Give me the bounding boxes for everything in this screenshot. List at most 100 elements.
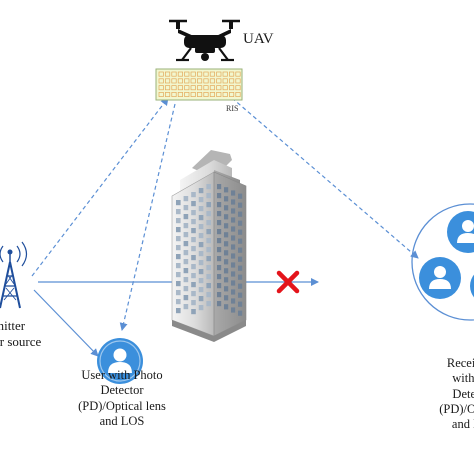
building-window [231,199,236,205]
receiver-label-line: with I [452,371,474,386]
ris-element [158,92,164,97]
ris-element [209,85,215,91]
building-window [224,259,229,265]
building-window [206,283,211,289]
building-window [238,301,243,307]
building-window [191,219,196,225]
user-label-line: and LOS [99,413,145,428]
building-window [231,262,236,268]
ris-element [197,92,203,97]
building-window [217,202,222,208]
building-window [183,223,189,229]
ris-element [190,71,196,77]
building-window [176,290,181,296]
building-window [176,200,181,206]
ris-element [203,71,209,77]
ris-element [203,85,209,91]
building-window [206,211,211,217]
building-window [231,307,236,313]
building-window [206,229,211,235]
building-window [176,254,181,260]
ris-element [197,85,203,91]
ris-element [184,85,190,91]
ris-element [229,85,235,91]
ris-element [171,71,177,77]
ris-element [177,85,183,91]
building-window [191,282,196,288]
building-window [217,193,222,199]
building-window [206,247,211,253]
ris-element [203,78,209,84]
ris-element [222,85,228,91]
building-window [206,220,211,226]
link-ris-to-receiver [231,97,419,259]
building-window [183,214,189,220]
ris-element [235,71,241,77]
building-window [224,304,229,310]
building-window [191,273,196,279]
building-window [176,263,181,269]
ris-element [165,85,171,91]
building-window [191,228,196,234]
building-window [224,277,229,283]
reflecting-surface-icon [155,68,243,101]
ris-element [229,92,235,97]
building-window [238,247,243,253]
ris-element [171,92,177,97]
building-window [198,305,204,311]
ris-element [222,78,228,84]
building-window [198,287,204,293]
ris-element [177,78,183,84]
building-window [206,238,211,244]
building-window [191,264,196,270]
ris-element [165,71,171,77]
building-window [224,250,229,256]
ris-element [171,78,177,84]
transmitter-label: mitter er source [0,318,41,350]
building-window [231,253,236,259]
link-ris-to-user [119,103,176,331]
ris-element [216,71,222,77]
ris-element [165,92,171,97]
building-window [224,187,229,193]
building-window [206,301,211,307]
ris-element [190,92,196,97]
building-window [217,256,222,262]
building-window [231,208,236,214]
building-window [183,205,189,211]
building-window [206,292,211,298]
user-label-line: User with Photo [81,368,163,382]
ris-element [209,78,215,84]
ris-element [177,71,183,77]
ris-element [184,92,190,97]
building-window [183,268,189,274]
ris-element [184,71,190,77]
building-window [198,188,204,194]
ris-label: RIS [226,104,239,113]
receiver-label-line: and N [451,417,474,431]
building-window [217,283,222,289]
building-window [191,210,196,216]
user-label-line: (PD)/Optical lens [78,398,166,413]
building-window [191,201,196,207]
ris-element [222,92,228,97]
building-window [231,235,236,241]
building-window [238,229,243,235]
building-window [238,193,243,199]
ris-element [222,71,228,77]
ris-element [209,92,215,97]
building-window [198,233,204,239]
building-window [183,277,189,283]
ris-element [177,92,183,97]
building-window [198,269,204,275]
building-window [217,274,222,280]
building-window [198,260,204,266]
skyscraper-icon [171,150,247,342]
building-window [217,247,222,253]
ris-element [190,85,196,91]
building-window [206,256,211,262]
building-window [198,242,204,248]
ris-element [190,78,196,84]
